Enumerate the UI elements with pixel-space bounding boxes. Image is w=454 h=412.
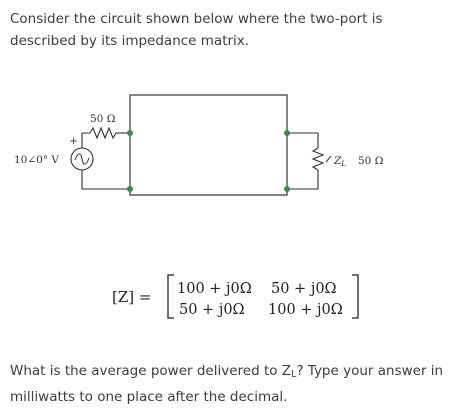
- wire-source-top: [81, 132, 90, 148]
- matrix-right-bracket: [352, 274, 359, 319]
- problem-intro: Consider the circuit shown below where t…: [10, 11, 383, 49]
- port1-bottom-terminal: [127, 186, 133, 192]
- problem-question: What is the average power delivered to Z…: [10, 360, 448, 408]
- port2-top-terminal: [284, 130, 290, 136]
- matrix-z12: 50 + j0Ω: [271, 281, 337, 297]
- matrix-z11: 100 + j0Ω: [177, 281, 252, 297]
- load-value-label: 50 Ω: [358, 155, 384, 167]
- wire-source-bottom: [81, 170, 130, 190]
- source-resistor: [89, 126, 117, 140]
- sine-wave-icon: [74, 153, 90, 165]
- wire-load-top: [287, 132, 319, 148]
- two-port-box: [129, 94, 288, 196]
- load-label: ZL: [333, 155, 346, 168]
- matrix-z21: 50 + j0Ω: [179, 302, 245, 318]
- source-voltage-label: 10∠0° V: [14, 154, 59, 166]
- matrix-lhs: [Z] =: [112, 288, 151, 306]
- port1-top-terminal: [127, 130, 133, 136]
- matrix-left-bracket: [167, 274, 174, 319]
- source-resistor-label: 50 Ω: [90, 113, 116, 125]
- matrix-z22: 100 + j0Ω: [268, 302, 343, 318]
- source-plus-sign: +: [69, 135, 78, 147]
- question-subscript: L: [291, 369, 297, 380]
- question-text-suffix: ? Type your answer in milliwatts to one …: [10, 363, 444, 405]
- load-resistor: [311, 147, 325, 171]
- port2-bottom-terminal: [284, 186, 290, 192]
- question-text-prefix: What is the average power delivered to Z: [10, 363, 292, 379]
- load-arrow-icon: [325, 155, 332, 163]
- wire-load-bottom: [287, 170, 319, 190]
